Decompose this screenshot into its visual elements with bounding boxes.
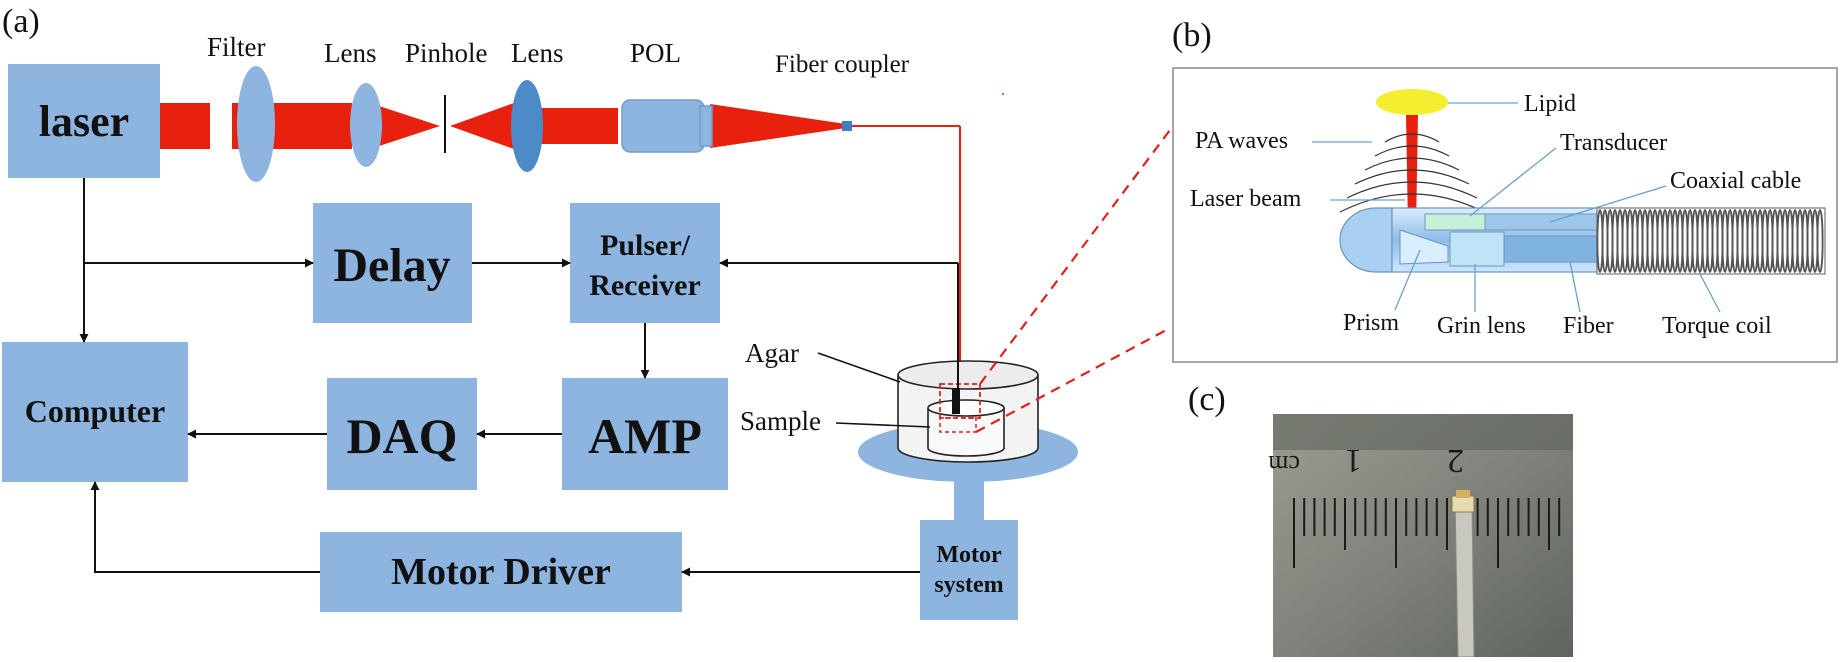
ruler-mark-1: 1 [1345,442,1362,479]
fiber-coupler-element [842,121,852,131]
connectors [79,178,959,577]
sample-stage [858,360,1078,524]
amp-label: AMP [588,408,702,464]
transducer-label: Transducer [1560,130,1667,156]
lipid-label: Lipid [1524,91,1576,117]
filter-label: Filter [207,32,266,62]
laser-box: laser [8,64,160,178]
fiber-coupler-label: Fiber coupler [775,51,910,78]
daq-box: DAQ [327,378,477,490]
pol-element [621,99,713,153]
probe-drawing [1339,89,1826,275]
fiber-leader [1569,261,1581,313]
zoom-guides [975,129,1171,433]
laser-label: laser [39,97,129,146]
motor-system-box: Motor system [920,520,1018,620]
laser-beam-label: Laser beam [1190,186,1302,212]
motor-driver-label: Motor Driver [391,551,611,593]
lens1-label: Lens [324,38,376,68]
lens2-element [511,80,543,172]
pol-label: POL [630,38,681,68]
grin-lens-label: Grin lens [1437,313,1526,339]
pulser-label-line2: Receiver [589,269,701,302]
pa-waves-label: PA waves [1195,128,1288,154]
amp-box: AMP [562,378,728,490]
torque-leader [1699,273,1721,313]
motor-system-label-line1: Motor [936,542,1002,568]
lens2-label: Lens [511,38,563,68]
agar-leader [817,352,901,383]
coil-turn [1816,209,1824,273]
probe-photo: cm 1 2 [1268,414,1573,658]
transducer-leader [1469,147,1557,217]
panel-a-tag: (a) [2,3,40,40]
ruler-unit: cm [1268,450,1300,479]
coaxial-cable-label: Coaxial cable [1670,168,1801,194]
fiber-label: Fiber [1563,313,1614,339]
agar-label: Agar [745,338,799,368]
panel-c-tag: (c) [1188,381,1226,418]
pulser-receiver-box: Pulser/ Receiver [570,203,720,323]
lens1-element [350,83,382,167]
panel-b-tag: (b) [1172,17,1212,54]
motor-driver-box: Motor Driver [320,532,682,612]
daq-label: DAQ [346,408,457,464]
motor-system-label-line2: system [934,572,1003,598]
sample-leader [835,422,931,428]
computer-box: Computer [2,342,188,482]
torque-coil-label: Torque coil [1662,313,1772,339]
prism-label: Prism [1343,310,1399,336]
ruler-mark-2: 2 [1447,442,1464,479]
sample-label: Sample [740,406,821,436]
pulser-label-line1: Pulser/ [600,229,691,262]
prism-leader [1394,249,1421,311]
pinhole-label: Pinhole [405,38,488,68]
computer-label: Computer [25,393,165,429]
delay-box: Delay [313,203,472,323]
optical-beam [160,103,961,390]
coaxial-leader [1549,185,1667,223]
delay-label: Delay [333,239,450,292]
filter-element [237,66,275,182]
